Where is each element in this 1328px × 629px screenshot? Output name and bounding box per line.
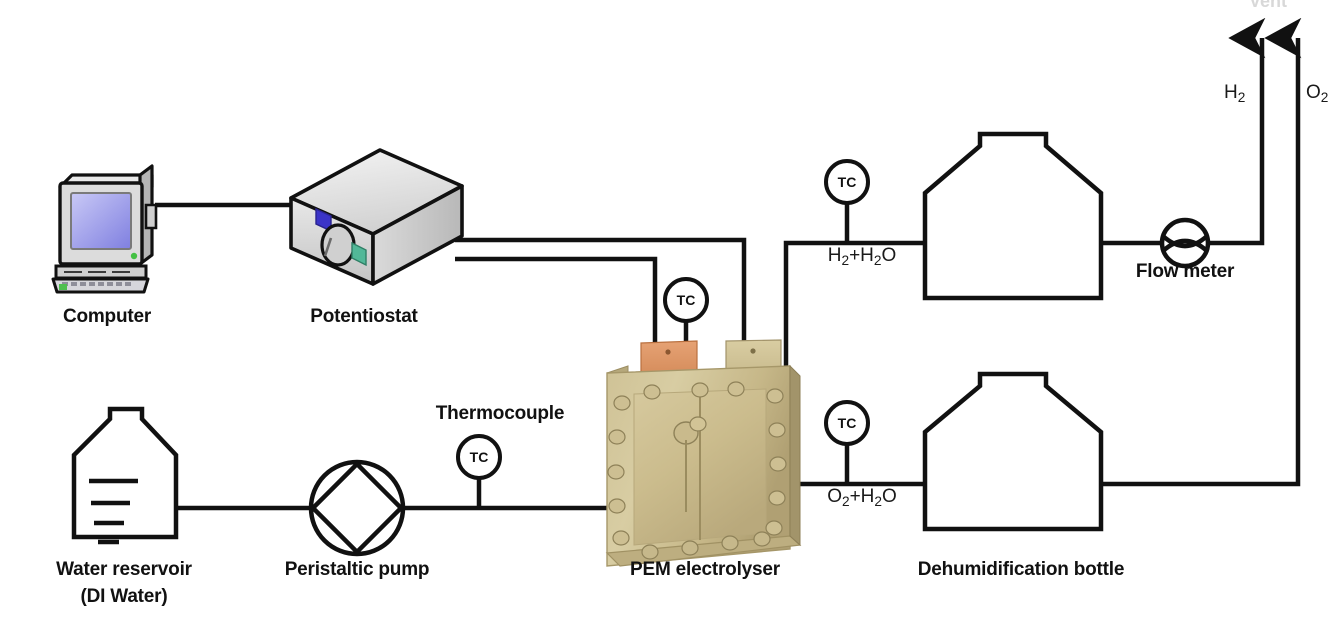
reservoir-bottle-icon — [71, 406, 179, 545]
svg-text:TC: TC — [838, 174, 857, 190]
flow-meter-icon — [1159, 217, 1211, 269]
computer-label: Computer — [62, 306, 152, 327]
cell-bolts — [607, 381, 787, 560]
water-reservoir-label-line2: (DI Water) — [80, 586, 168, 607]
thermocouple-label: Thermocouple — [435, 403, 565, 424]
h2-water-stream-label: H2+H2O — [827, 245, 897, 268]
svg-text:TC: TC — [677, 292, 696, 308]
o2-vent-label: O2 — [1306, 82, 1328, 105]
svg-text:TC: TC — [838, 415, 857, 431]
tc-oxygen-line: TC — [824, 400, 870, 446]
line-o2bottle-to-o2-vent — [1101, 17, 1302, 487]
potentiostat-label: Potentiostat — [310, 306, 418, 327]
tc-sensor-group: TC TC TC TC — [456, 159, 870, 480]
potentiostat-green-led — [351, 241, 367, 267]
peristaltic-pump-icon — [308, 459, 406, 557]
line-potentiostat-to-gold-terminal — [455, 237, 747, 343]
pem-electrolyser-photo — [605, 339, 802, 567]
peristaltic-pump-label: Peristaltic pump — [284, 559, 430, 580]
dehumidification-bottle-h2 — [922, 131, 1104, 301]
tc-electrolyser: TC — [663, 277, 709, 323]
line-potentiostat-to-copper-terminal — [455, 256, 658, 343]
potentiostat-box-icon — [289, 148, 464, 286]
flow-meter-label: Flow meter — [1135, 261, 1235, 282]
h2-vent-label: H2 — [1224, 82, 1246, 105]
dehumidification-bottle-label: Dehumidification bottle — [917, 559, 1125, 580]
o2-water-stream-label: O2+H2O — [827, 486, 897, 509]
tc-water-inlet: TC — [456, 434, 502, 480]
tc-hydrogen-line: TC — [824, 159, 870, 205]
line-flowmeter-to-h2-vent — [1207, 17, 1266, 246]
desktop-computer-icon — [51, 164, 158, 294]
dehumidification-bottle-o2 — [922, 371, 1104, 532]
potentiostat-knob — [320, 223, 356, 267]
line-electrolyser-to-h2-bottle — [783, 240, 925, 383]
water-reservoir-label-line1: Water reservoir — [56, 559, 192, 580]
pem-electrolyser-label: PEM electrolyser — [630, 559, 780, 580]
svg-text:TC: TC — [470, 449, 489, 465]
vent-label: Vent — [1248, 0, 1288, 11]
